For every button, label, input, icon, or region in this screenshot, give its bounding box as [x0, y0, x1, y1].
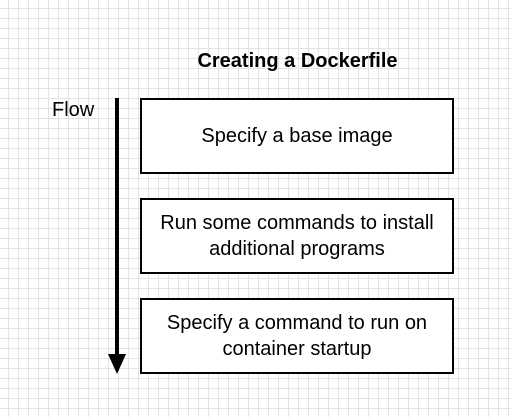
- step-label: Specify a command to run on container st…: [166, 312, 428, 360]
- flow-label: Flow: [52, 99, 95, 121]
- step-box-startup-command: Specify a command to run on container st…: [140, 298, 454, 374]
- flow-arrow-head: [108, 354, 126, 374]
- step-box-base-image: Specify a base image: [140, 98, 454, 174]
- step-box-install-programs: Run some commands to install additional …: [140, 198, 454, 274]
- step-label: Specify a base image: [201, 125, 393, 147]
- flow-arrow: [108, 98, 126, 374]
- diagram-title: Creating a Dockerfile: [197, 50, 398, 72]
- step-label: Run some commands to install additional …: [160, 212, 434, 260]
